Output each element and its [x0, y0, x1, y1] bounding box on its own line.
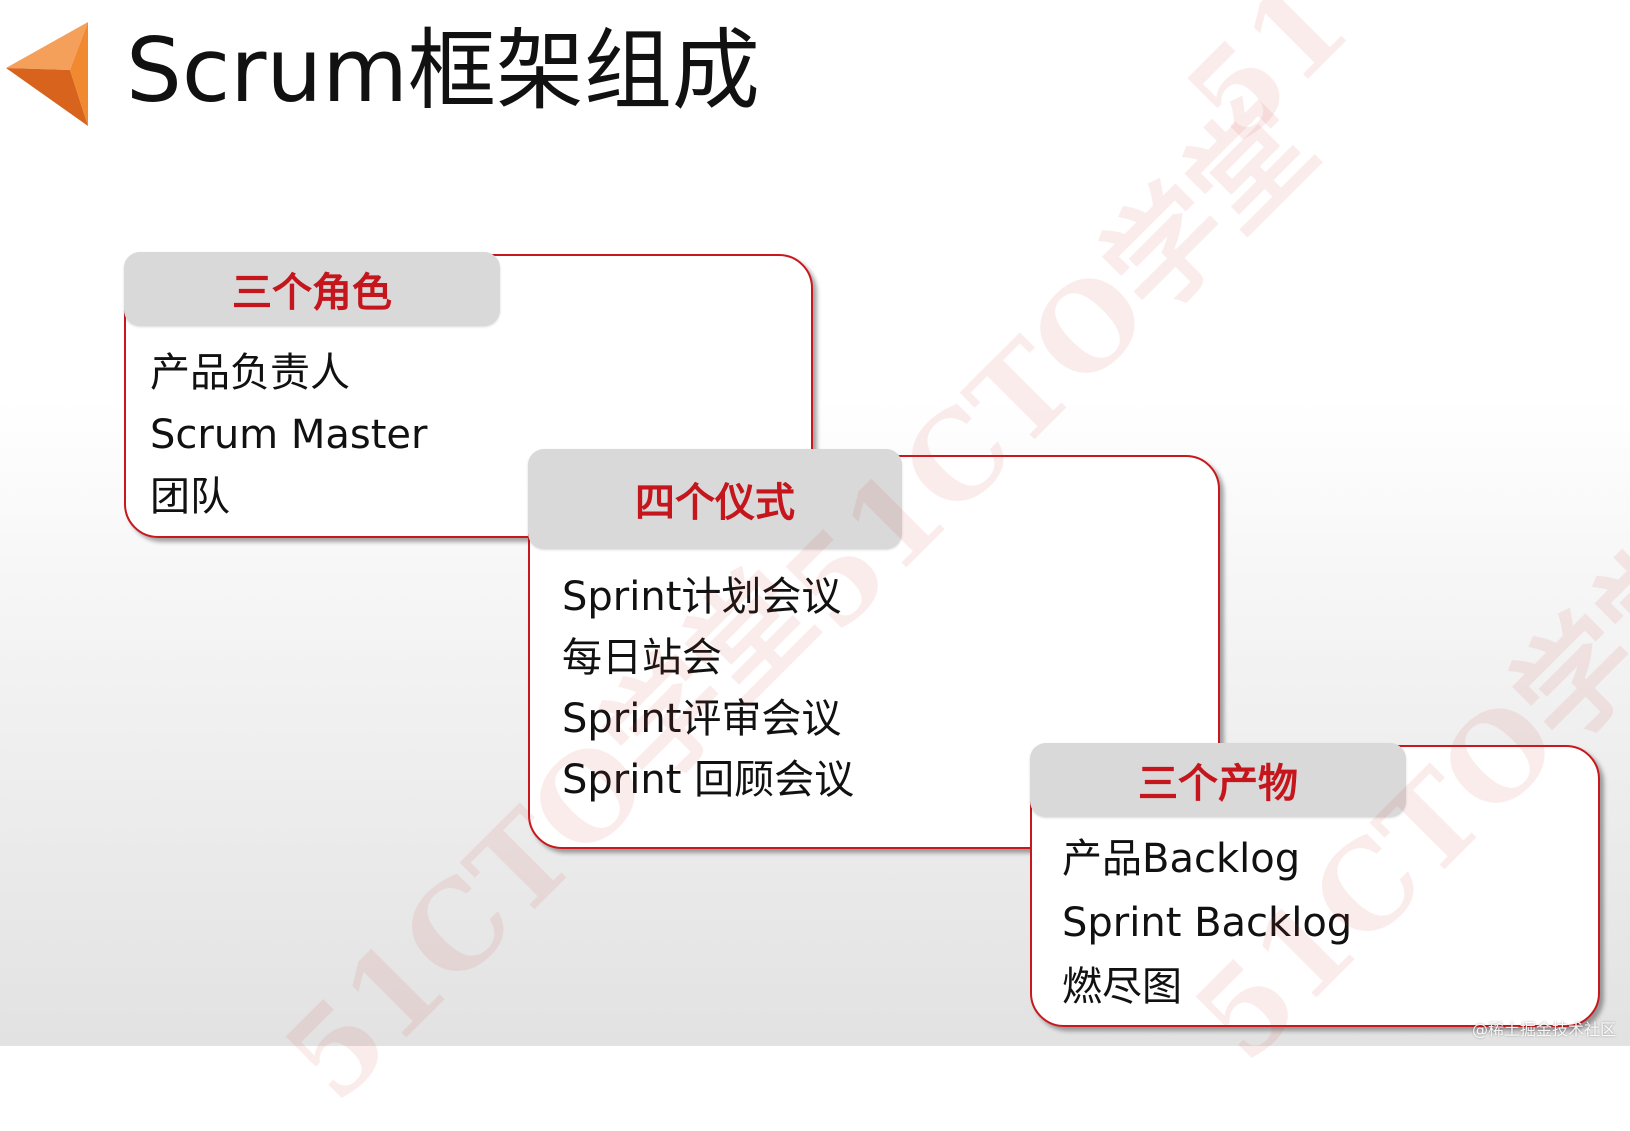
card-four-events-heading: 四个仪式 — [528, 449, 902, 549]
artifact-item-product-backlog: 产品Backlog — [1062, 836, 1301, 882]
event-item-sprint-retrospective: Sprint 回顾会议 — [562, 757, 855, 803]
card-four-events: 四个仪式 Sprint计划会议 每日站会 Sprint评审会议 Sprint 回… — [528, 449, 1220, 849]
role-item-scrum-master: Scrum Master — [150, 412, 428, 458]
roles-list: 产品负责人 Scrum Master 团队 — [150, 342, 427, 528]
role-item-product-owner: 产品负责人 — [150, 350, 350, 396]
card-three-artifacts-heading: 三个产物 — [1030, 743, 1406, 817]
slide-title: Scrum框架组成 — [126, 19, 760, 122]
card-three-roles-heading: 三个角色 — [124, 252, 500, 326]
role-item-team: 团队 — [150, 474, 230, 520]
event-item-daily-standup: 每日站会 — [562, 635, 722, 681]
card-three-artifacts: 三个产物 产品Backlog Sprint Backlog 燃尽图 — [1030, 743, 1600, 1027]
events-list: Sprint计划会议 每日站会 Sprint评审会议 Sprint 回顾会议 — [562, 567, 854, 811]
footer-credit: @稀土掘金技术社区 — [1471, 1020, 1616, 1039]
watermark-corner-top-right: 51 — [1160, 0, 1375, 169]
artifact-item-sprint-backlog: Sprint Backlog — [1062, 900, 1353, 946]
title-arrow-icon — [6, 22, 88, 126]
card-three-roles: 三个角色 产品负责人 Scrum Master 团队 — [124, 252, 813, 538]
event-item-sprint-review: Sprint评审会议 — [562, 696, 842, 742]
event-item-sprint-planning: Sprint计划会议 — [562, 574, 842, 620]
artifact-item-burndown-chart: 燃尽图 — [1062, 964, 1182, 1010]
artifacts-list: 产品Backlog Sprint Backlog 燃尽图 — [1062, 827, 1352, 1019]
